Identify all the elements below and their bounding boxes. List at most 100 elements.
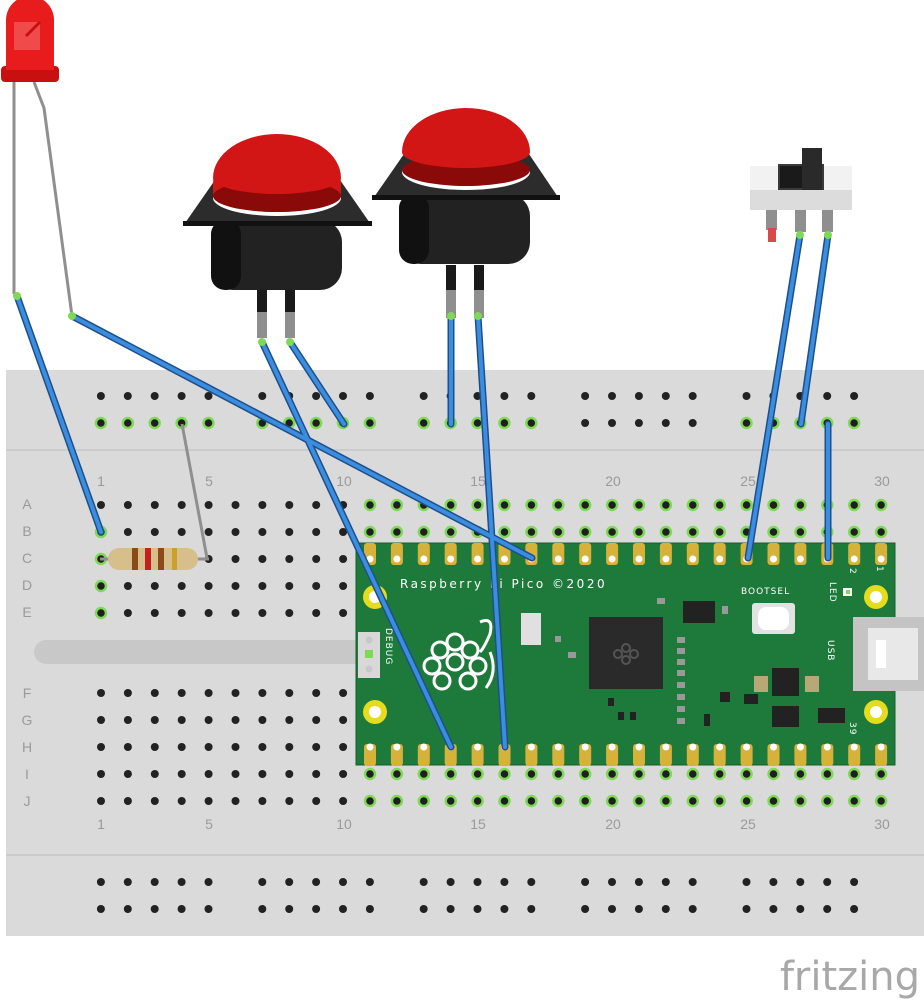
pico-pin-hole bbox=[581, 743, 589, 751]
breadboard-hole bbox=[123, 770, 132, 778]
breadboard-hole bbox=[204, 797, 213, 805]
pico-pin bbox=[794, 744, 807, 766]
breadboard-hole bbox=[121, 416, 135, 430]
breadboard-hole bbox=[150, 501, 159, 509]
breadboard-hole bbox=[312, 392, 321, 400]
breadboard-hole bbox=[417, 794, 431, 808]
breadboard-hole bbox=[177, 878, 186, 886]
breadboard-hole bbox=[285, 582, 294, 590]
pico-pin bbox=[686, 744, 699, 766]
breadboard-hole bbox=[608, 905, 616, 913]
slide-switch[interactable] bbox=[750, 148, 852, 242]
breadboard-hole bbox=[123, 878, 132, 886]
breadboard-hole bbox=[94, 579, 108, 593]
breadboard-hole bbox=[688, 878, 697, 886]
breadboard-hole bbox=[688, 392, 697, 400]
breadboard-hole bbox=[177, 770, 186, 778]
breadboard-hole bbox=[634, 419, 643, 427]
pico-pin bbox=[364, 744, 376, 766]
breadboard-hole bbox=[258, 609, 267, 617]
pico-pin-hole bbox=[420, 743, 428, 751]
breadboard-hole bbox=[794, 767, 807, 781]
breadboard-hole bbox=[150, 609, 159, 617]
breadboard-hole bbox=[527, 905, 536, 913]
breadboard-hole bbox=[231, 582, 240, 590]
breadboard-hole bbox=[661, 905, 670, 913]
red-led bbox=[1, 0, 74, 317]
breadboard-hole bbox=[769, 905, 778, 913]
pico-pin-hole bbox=[689, 555, 697, 563]
breadboard-hole bbox=[823, 878, 832, 886]
breadboard-hole bbox=[823, 392, 832, 400]
breadboard-hole bbox=[339, 878, 347, 886]
breadboard-hole bbox=[767, 794, 780, 808]
breadboard-hole bbox=[471, 794, 484, 808]
breadboard-hole bbox=[123, 905, 132, 913]
breadboard-hole bbox=[498, 525, 511, 539]
breadboard-hole bbox=[339, 582, 348, 590]
breadboard-hole bbox=[363, 498, 377, 512]
push-button-2[interactable] bbox=[372, 108, 560, 318]
pico-pin bbox=[848, 744, 861, 766]
breadboard-hole bbox=[767, 498, 780, 512]
breadboard-hole bbox=[177, 501, 186, 509]
breadboard-hole bbox=[821, 794, 834, 808]
col-number-5-top: 5 bbox=[205, 473, 213, 489]
breadboard-hole bbox=[794, 525, 807, 539]
breadboard-hole bbox=[444, 525, 457, 539]
pico-pin-hole bbox=[877, 743, 885, 751]
pico-pin bbox=[633, 744, 645, 766]
breadboard-hole bbox=[847, 767, 861, 781]
pin-1-label: 1 bbox=[874, 566, 884, 573]
pico-pin bbox=[579, 744, 592, 766]
breadboard-hole bbox=[796, 905, 805, 913]
breadboard-hole bbox=[740, 794, 753, 808]
breadboard-hole bbox=[204, 528, 213, 536]
push-button-1[interactable] bbox=[183, 134, 372, 338]
pico-pin-hole bbox=[554, 555, 562, 563]
breadboard-hole bbox=[96, 392, 105, 400]
breadboard-hole bbox=[312, 582, 321, 590]
breadboard-hole bbox=[446, 878, 455, 886]
jumper-wires bbox=[13, 231, 832, 751]
col-number-1-bottom: 1 bbox=[97, 816, 105, 832]
breadboard-hole bbox=[608, 878, 616, 886]
breadboard-hole bbox=[258, 555, 267, 563]
wire-button1-to-pico bbox=[260, 340, 453, 749]
breadboard-hole bbox=[312, 716, 321, 724]
breadboard-hole bbox=[258, 582, 267, 590]
breadboard-hole bbox=[339, 797, 348, 805]
breadboard-hole bbox=[821, 767, 834, 781]
pico-pin-hole bbox=[608, 555, 616, 563]
pico-pin-hole bbox=[662, 555, 670, 563]
breadboard-hole bbox=[740, 767, 753, 781]
row-letter-c: C bbox=[22, 550, 32, 566]
pico-pin-hole bbox=[716, 743, 724, 751]
breadboard-hole bbox=[686, 525, 700, 539]
breadboard-hole bbox=[94, 606, 108, 620]
breadboard-hole bbox=[339, 905, 347, 913]
resistor bbox=[100, 423, 209, 570]
breadboard-hole bbox=[123, 716, 132, 724]
breadboard-hole bbox=[742, 878, 751, 886]
breadboard-hole bbox=[123, 689, 132, 697]
breadboard-hole bbox=[605, 767, 619, 781]
pico-pin-hole bbox=[716, 555, 724, 563]
row-letter-j: J bbox=[24, 793, 31, 809]
breadboard-hole bbox=[632, 498, 646, 512]
breadboard-hole bbox=[231, 689, 240, 697]
breadboard-hole bbox=[525, 525, 538, 539]
breadboard-hole bbox=[688, 905, 697, 913]
breadboard-hole bbox=[446, 905, 455, 913]
breadboard-hole bbox=[285, 609, 294, 617]
breadboard-hole bbox=[285, 878, 294, 886]
breadboard-hole bbox=[312, 609, 321, 617]
breadboard-hole bbox=[688, 419, 697, 427]
breadboard-hole bbox=[661, 392, 670, 400]
breadboard-hole bbox=[363, 525, 377, 539]
breadboard-hole bbox=[204, 743, 213, 751]
breadboard-hole bbox=[94, 416, 108, 430]
breadboard-hole bbox=[204, 878, 213, 886]
col-number-30-bottom: 30 bbox=[874, 816, 890, 832]
breadboard-hole bbox=[661, 419, 670, 427]
